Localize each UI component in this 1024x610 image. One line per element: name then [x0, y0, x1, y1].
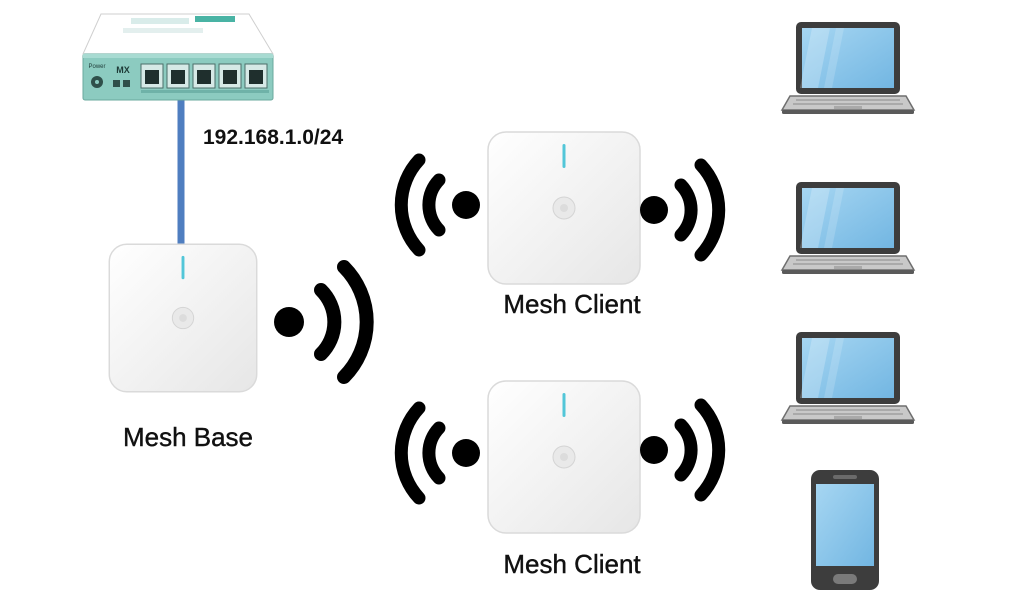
router-power-label: Power: [88, 64, 105, 70]
smartphone-icon: [811, 470, 879, 590]
router-icon: Power MX: [82, 13, 274, 101]
router-brand: MX: [116, 65, 130, 75]
laptop-icon: [781, 21, 915, 115]
mesh-base-access-point: [108, 243, 258, 393]
laptop-icon: [781, 331, 915, 425]
mesh-base-wifi-icon: [274, 267, 367, 377]
mesh-client-top-label: Mesh Client: [503, 289, 641, 319]
mesh-client-bottom-wifi-out-icon: [640, 405, 719, 495]
subnet-label: 192.168.1.0/24: [203, 126, 343, 149]
mesh-client-bottom-access-point: [487, 380, 641, 534]
mesh-client-top-wifi-out-icon: [640, 165, 719, 255]
laptop-icon: [781, 181, 915, 275]
mesh-base-label: Mesh Base: [123, 422, 253, 452]
mesh-client-top-access-point: [487, 131, 641, 285]
router-ethernet-ports: [140, 63, 268, 89]
mesh-client-top-wifi-in-icon: [401, 160, 480, 250]
mesh-client-bottom-wifi-in-icon: [401, 408, 480, 498]
mesh-client-bottom-label: Mesh Client: [503, 549, 641, 579]
